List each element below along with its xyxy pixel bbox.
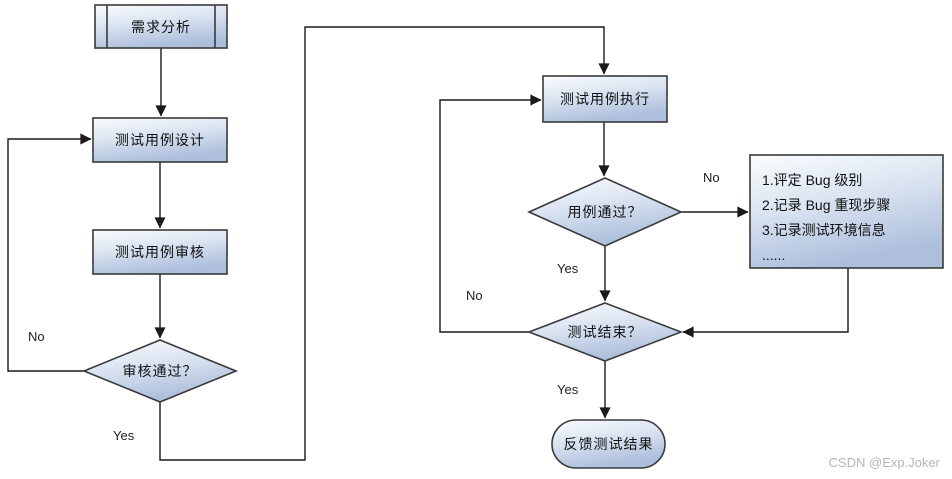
test-end-decision-shape — [526, 302, 684, 362]
edge-review-no-loop — [7, 133, 92, 372]
edge-review-yes-to-exec — [159, 26, 610, 461]
test-case-exec-shape — [542, 75, 668, 123]
edge-bugbox-to-testend — [682, 268, 849, 338]
feedback-terminator-shape — [551, 419, 666, 469]
review-pass-decision-shape — [81, 339, 239, 403]
bug-notes-shape — [749, 154, 944, 269]
test-case-review-shape — [92, 229, 228, 275]
case-pass-decision-shape — [527, 177, 683, 247]
test-case-design-shape — [92, 117, 228, 163]
requirements-analysis-shape — [94, 4, 228, 49]
edge-testend-no-loop — [439, 94, 542, 333]
